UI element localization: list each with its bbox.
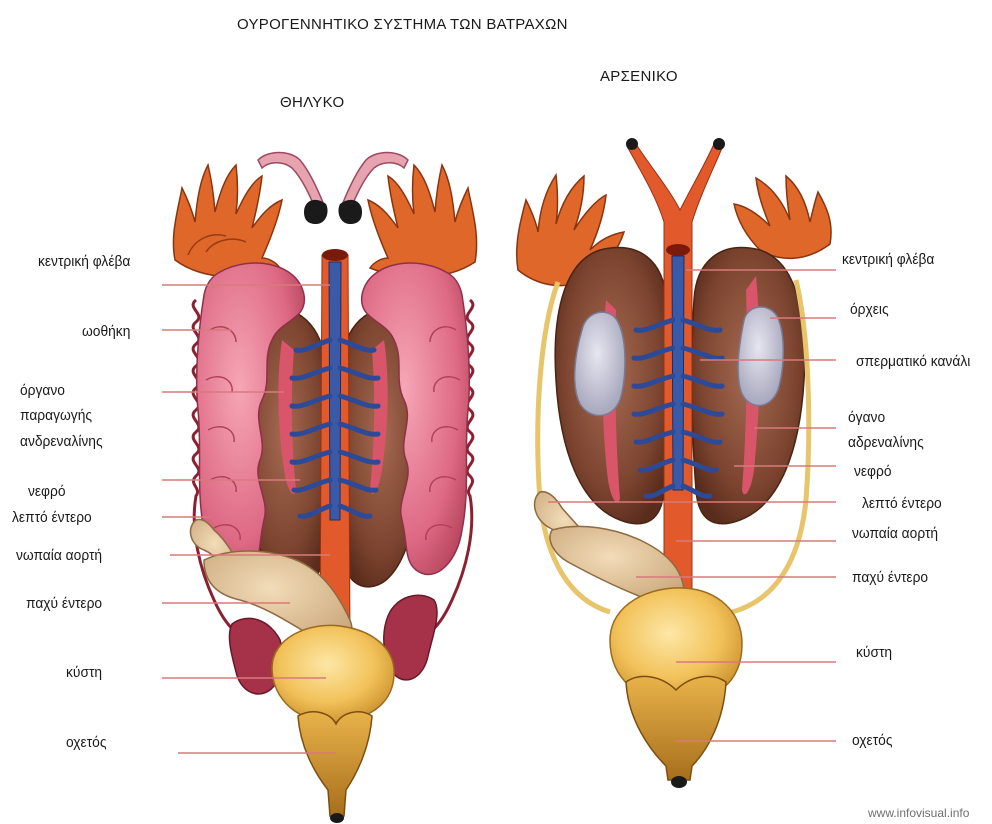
label-male-cloaca: οχετός [852, 731, 892, 751]
watermark: www.infovisual.info [868, 806, 969, 820]
label-male-testes: όρχεις [850, 300, 889, 320]
female-heading: ΘΗΛΥΚΟ [280, 94, 344, 111]
female-fat-body-left [173, 165, 282, 277]
label-female-adrenal-3: ανδρεναλίνης [20, 432, 103, 452]
label-female-large-intestine: παχύ έντερο [26, 594, 102, 614]
label-male-adrenal-1: όγανο [848, 408, 885, 428]
label-female-bladder: κύστη [66, 663, 102, 683]
label-male-bladder: κύστη [856, 643, 892, 663]
label-female-adrenal-2: παραγωγής [20, 406, 92, 426]
male-testis-right [738, 307, 783, 406]
label-female-kidney: νεφρό [28, 482, 66, 502]
female-cloaca [298, 712, 372, 816]
label-female-central-vein: κεντρική φλέβα [38, 252, 130, 272]
label-male-large-intestine: παχύ έντερο [852, 568, 928, 588]
male-central-vein [672, 256, 684, 490]
label-male-adrenal-2: αδρεναλίνης [848, 433, 924, 453]
male-testis-left [575, 312, 625, 415]
label-female-adrenal-1: όργανο [20, 381, 65, 401]
label-female-small-intestine: λεπτό έντερο [12, 508, 92, 528]
diagram-title: ΟΥΡΟΓΕΝΝΗΤΙΚΟ ΣΥΣΤΗΜΑ ΤΩΝ ΒΑΤΡΑΧΩΝ [237, 16, 568, 33]
label-female-dorsal-aorta: νωπαία αορτή [16, 546, 102, 566]
male-fat-body-right [734, 176, 831, 258]
label-male-central-vein: κεντρική φλέβα [842, 250, 934, 270]
label-female-cloaca: οχετός [66, 733, 106, 753]
female-fat-body-right [368, 165, 477, 277]
label-male-kidney: νεφρό [854, 462, 892, 482]
female-bladder [272, 625, 394, 722]
male-cloaca [626, 676, 726, 780]
male-heading: ΑΡΣΕΝΙΚΟ [600, 68, 678, 85]
label-male-small-intestine: λεπτό έντερο [862, 494, 942, 514]
female-figure [173, 153, 476, 824]
male-figure [517, 138, 831, 788]
label-male-dorsal-aorta: νωπαία αορτή [852, 524, 938, 544]
label-male-sperm-duct: σπερματικό κανάλι [856, 352, 970, 372]
label-female-ovary: ωοθήκη [82, 322, 130, 342]
